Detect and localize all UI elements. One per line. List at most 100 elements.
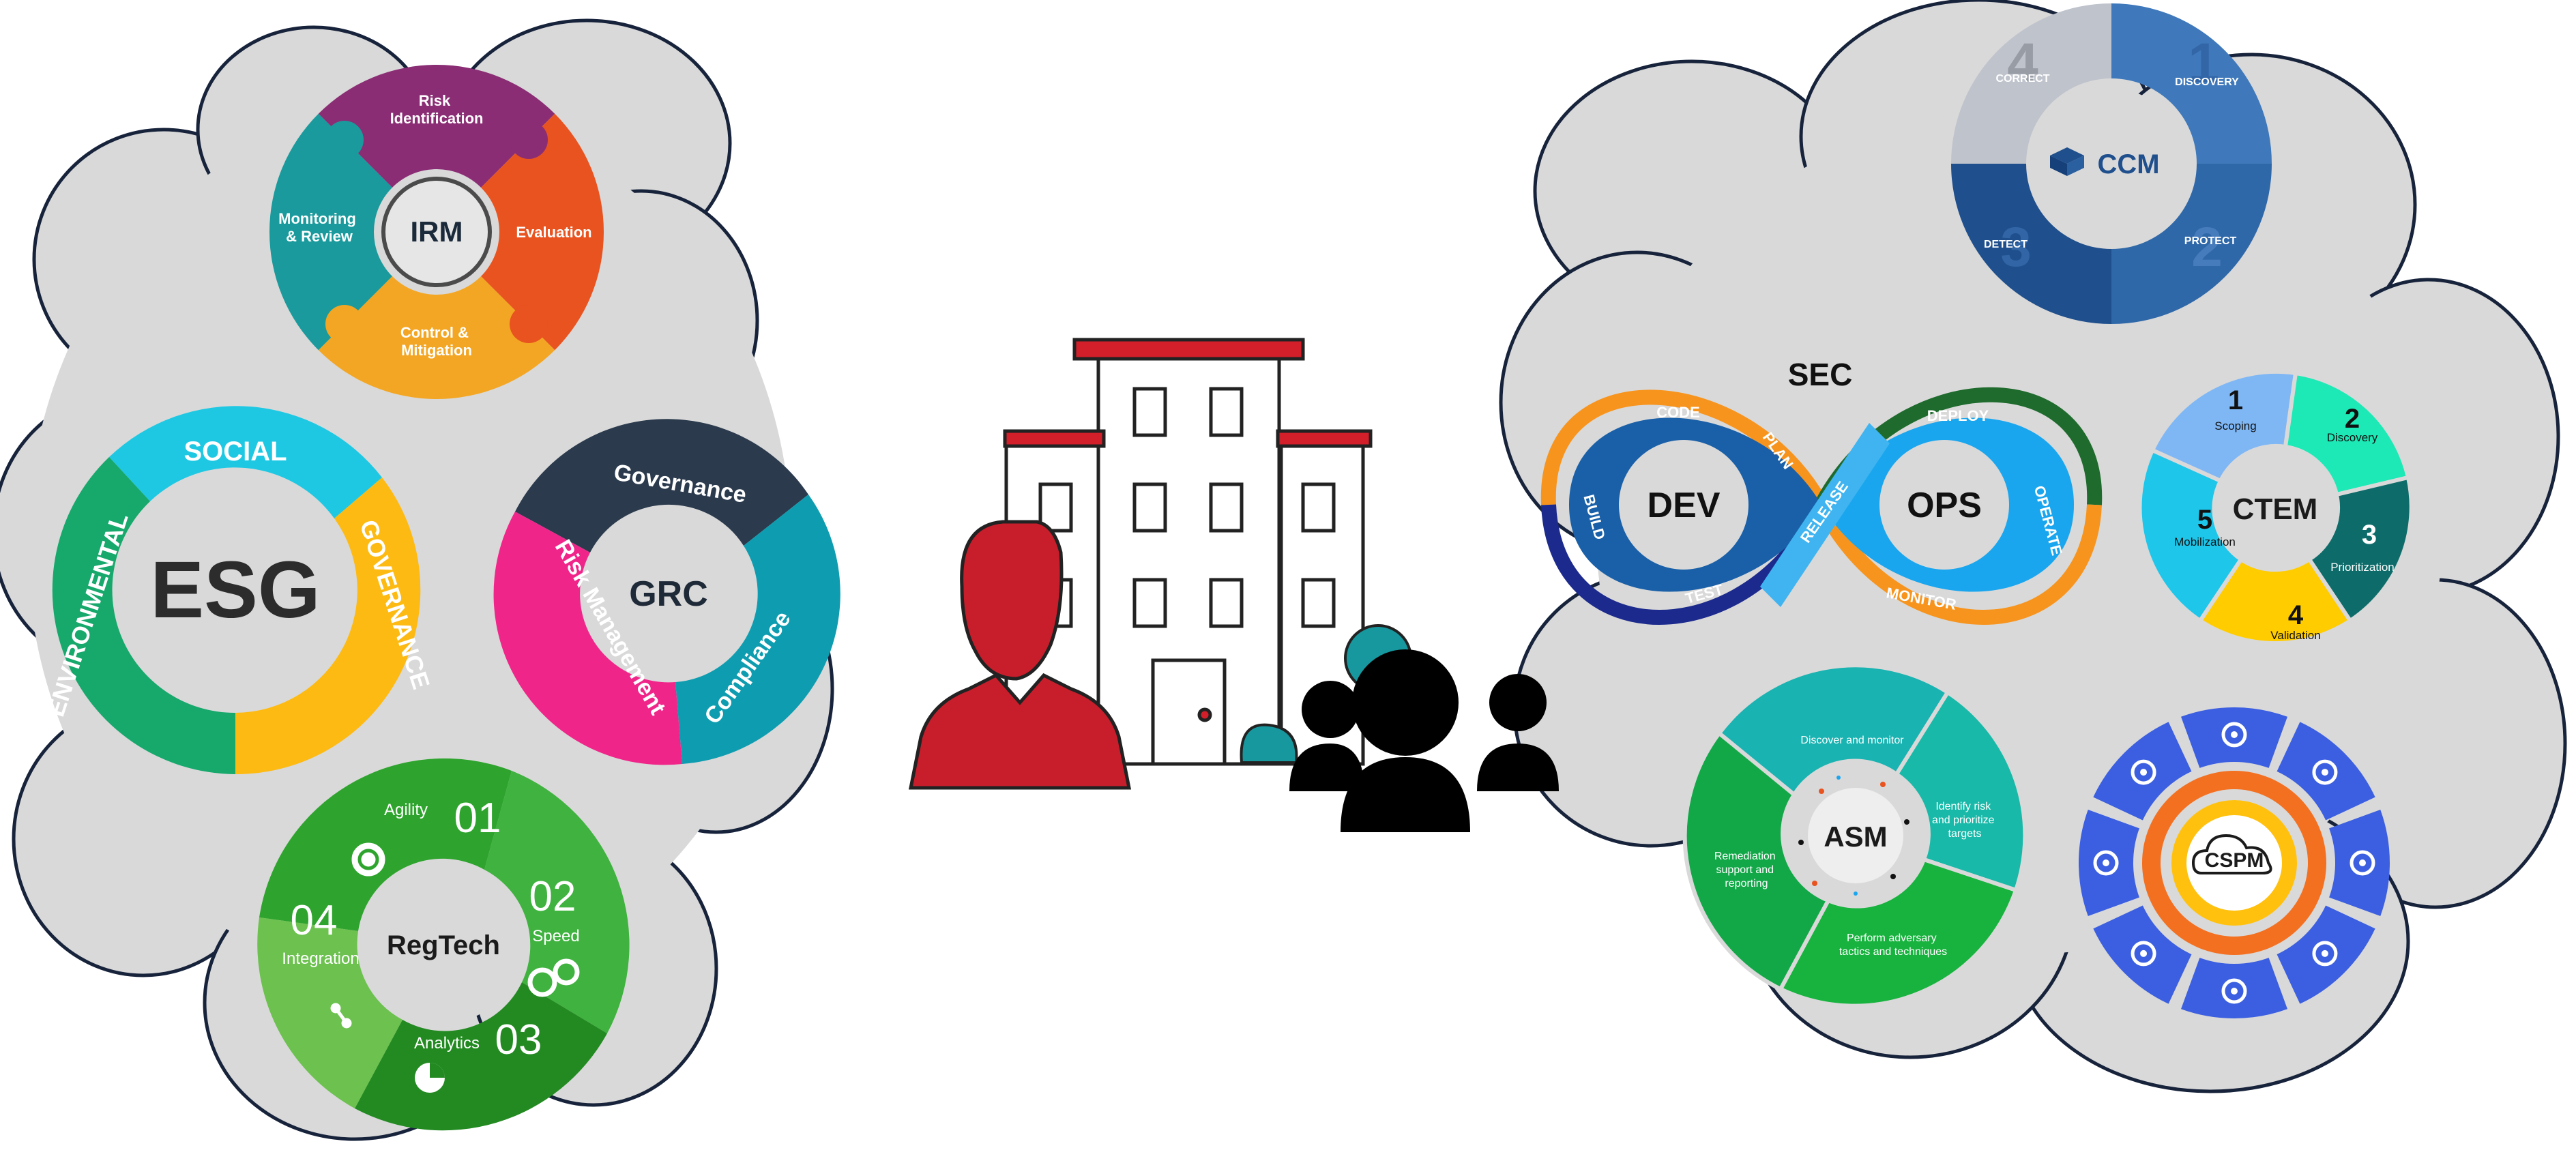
gear-icon [351,842,385,877]
esg-center-label: ESG [150,545,320,635]
esg-segment-social [109,406,382,518]
regtech-diagram: RegTech 01 Agility 02 Speed 03 Analytics… [257,758,630,1131]
asm-segment-3 [1777,857,2019,1008]
team-group-icon [1289,624,1559,832]
esg-label-social: SOCIAL [184,437,287,467]
ctem-segment-3 [2306,475,2414,624]
ctem-diagram: CTEM 1 Scoping 2 Discovery 3 Prioritizat… [2137,369,2414,645]
ccm-label-detect: DETECT [1984,239,2028,250]
ctem-num-3: 3 [2362,520,2377,550]
asm-label-identify-l3: targets [1948,828,1982,840]
gears-icon [2312,759,2338,785]
regtech-num-02: 02 [529,873,576,920]
devsecops-diagram: SEC DEV OPS CODE PLAN BUILD TEST RELEASE… [1540,357,2103,625]
network-hub-icon [2131,941,2156,967]
asm-label-perform: Perform adversary tactics and techniques [1839,932,1947,958]
release-band [1760,423,1890,607]
dev-label: DEV [1648,486,1721,525]
regtech-num-04: 04 [291,897,338,944]
stage-deploy: DEPLOY [1927,407,1989,424]
stage-code: CODE [1656,404,1700,421]
asm-dots [1798,776,1909,896]
regtech-label-speed: Speed [532,927,579,945]
ccm-center-label: CCM [2097,149,2159,179]
ccm-label-protect: PROTECT [2184,235,2237,247]
asm-label-remediation: Remediation support and reporting [1714,851,1779,889]
cloud-link-icon [2312,941,2338,967]
asm-segment-1 [1716,663,1951,798]
cloud-icon [2191,834,2272,874]
user-gear-icon [2221,722,2247,748]
ctem-segment-5 [2137,447,2244,624]
asm-label-identify: Identify risk and prioritize targets [1932,801,1997,840]
esg-segment-environmental [52,457,235,774]
asm-label-discover: Discover and monitor [1800,735,1904,746]
ctem-num-5: 5 [2197,505,2212,535]
search-bug-icon [2093,850,2119,876]
regtech-segment-01 [259,758,512,931]
asm-label-identify-l1: Identify risk [1935,801,1991,812]
irm-label-risk-l1: Risk [419,92,451,109]
lock-icon [2221,978,2247,1004]
asm-center-label: ASM [1824,821,1887,853]
irm-diagram: IRM Risk Identification Evaluation Contr… [269,65,604,399]
dev-hub [1619,440,1748,570]
center-illustration [908,338,1559,832]
regtech-label-integration: Integration [282,949,359,968]
cspm-diagram: CSPM [2079,707,2390,1018]
ops-hub [1879,440,2009,570]
irm-center-label: IRM [411,216,463,248]
irm-label-control: Control & Mitigation [400,324,473,359]
irm-label-risk-l2: Identification [390,110,484,127]
grc-segment-governance [515,419,808,553]
regtech-center-label: RegTech [387,930,500,960]
ccm-segment-4 [1951,3,2111,164]
irm-label-monitoring-l2: & Review [286,228,353,245]
grc-diagram: GRC Governance Compliance Risk Managemen… [493,419,840,765]
ops-label: OPS [1907,486,1982,525]
sec-label: SEC [1788,357,1853,392]
asm-label-perform-l1: Perform adversary [1847,932,1937,944]
asm-label-identify-l2: and prioritize [1932,814,1995,826]
ctem-segment-2 [2283,370,2411,497]
ccm-label-discovery: DISCOVERY [2175,76,2239,88]
regtech-segment-04 [257,917,402,1108]
ctem-num-2: 2 [2345,404,2360,434]
ccm-num-3: 3 [2000,216,2032,278]
ctem-label-validation: Validation [2270,629,2320,642]
ccm-logo-icon [2050,147,2084,176]
ctem-center-label: CTEM [2233,492,2318,526]
stopwatch-gears-icon [527,958,580,997]
ccm-label-correct: CORRECT [1995,73,2049,85]
ctem-label-mobilization: Mobilization [2174,535,2236,548]
ccm-diagram: CCM 1 DISCOVERY 2 PROTECT 3 DETECT 4 COR… [1951,3,2272,324]
grc-segment-compliance [675,495,840,764]
ctem-label-scoping: Scoping [2214,419,2256,432]
regtech-label-agility: Agility [384,801,428,819]
irm-segment-3 [318,275,555,399]
esg-segment-governance [235,477,421,775]
ctem-num-4: 4 [2288,600,2304,630]
ctem-label-discovery: Discovery [2327,431,2378,444]
regtech-num-03: 03 [495,1016,542,1063]
irm-label-monitoring-l1: Monitoring [278,210,356,227]
ccm-num-2: 2 [2191,216,2223,278]
regtech-segment-02 [484,771,630,1033]
asm-segment-4 [1682,730,1832,992]
ctem-label-prioritization: Prioritization [2330,561,2395,574]
asm-segment-2 [1893,689,2028,893]
asm-label-remediation-l1: Remediation [1714,851,1776,862]
regtech-label-analytics: Analytics [414,1034,480,1052]
esg-diagram: ESG SOCIAL GOVERNANCE ENVIRONMENTAL [42,406,435,775]
irm-segment-2 [480,113,604,351]
ctem-segment-1 [2149,369,2298,484]
asm-label-remediation-l3: reporting [1725,878,1768,889]
regtech-segment-03 [355,982,607,1131]
person-silhouette-icon [908,520,1132,790]
line-chart-icon [2350,850,2375,876]
ctem-num-1: 1 [2228,385,2243,415]
cspm-center-label: CSPM [2205,849,2264,872]
ccm-num-1: 1 [2188,32,2219,94]
cspm-tiles [2079,707,2390,1018]
